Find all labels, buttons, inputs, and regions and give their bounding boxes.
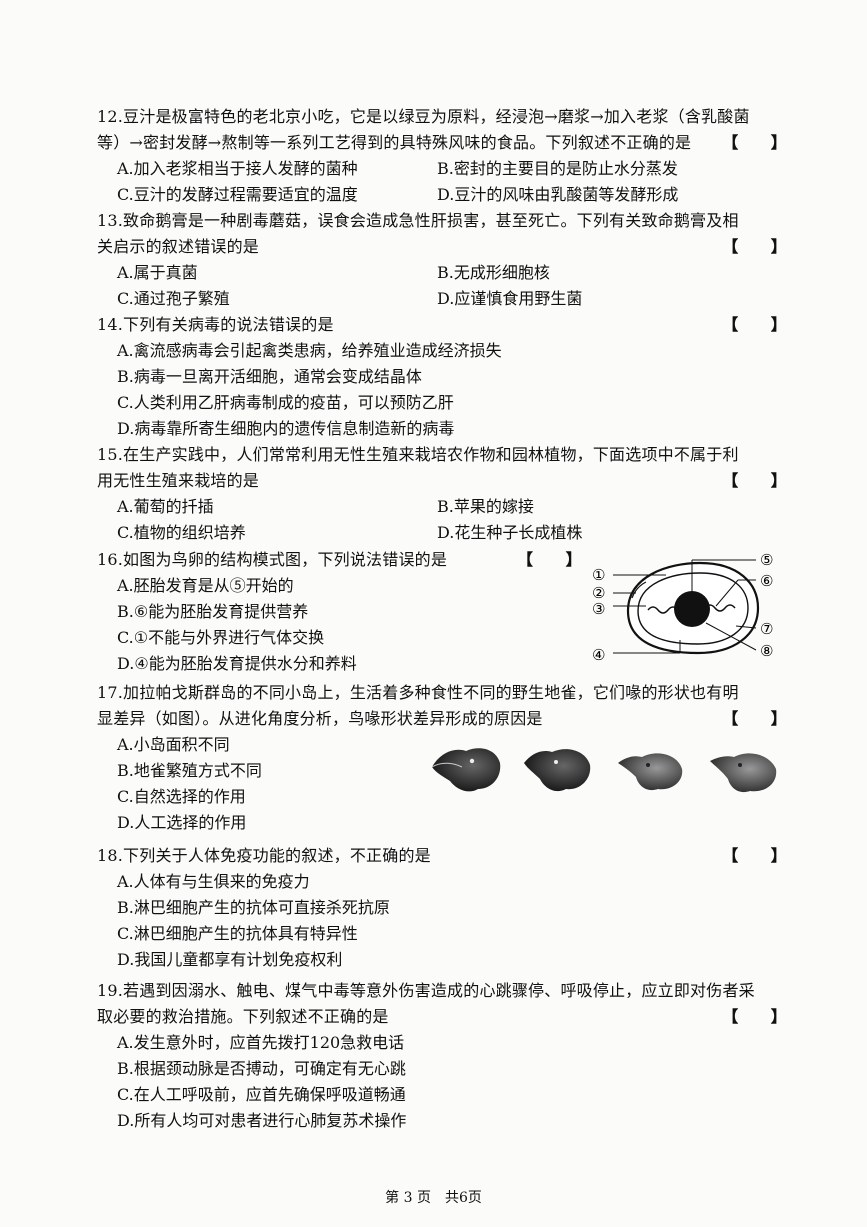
option-a: A.人体有与生俱来的免疫力 <box>117 872 310 891</box>
answer-bracket: 【 】 <box>722 1007 787 1026</box>
question-17: 17.加拉帕戈斯群岛的不同小岛上，生活着多种食性不同的野生地雀，它们喙的形状也有… <box>97 680 787 836</box>
option-a: A.禽流感病毒会引起禽类患病，给养殖业造成经济损失 <box>117 341 502 360</box>
option-c: C.人类利用乙肝病毒制成的疫苗，可以预防乙肝 <box>117 393 454 412</box>
option-b: B.病毒一旦离开活细胞，通常会变成结晶体 <box>117 367 422 386</box>
question-stem: 关启示的叙述错误的是 <box>97 237 260 256</box>
option-d: D.我国儿童都享有计划免疫权利 <box>117 950 343 969</box>
question-stem: 15.在生产实践中，人们常常利用无性生殖来栽培农作物和园林植物，下面选项中不属于… <box>97 445 739 464</box>
answer-bracket: 【 】 <box>722 709 787 728</box>
question-stem: 等）→密封发酵→熬制等一系列工艺得到的具特殊风味的食品。下列叙述不正确的是 <box>97 133 692 152</box>
finch-head-4 <box>710 753 777 793</box>
option-d: D.所有人均可对患者进行心肺复苏术操作 <box>117 1111 407 1130</box>
option-a: A.发生意外时，应首先拨打120急救电话 <box>117 1033 405 1052</box>
question-stem: 16.如图为鸟卵的结构模式图，下列说法错误的是 <box>97 550 448 569</box>
answer-bracket: 【 】 <box>517 550 582 569</box>
question-stem: 19.若遇到因溺水、触电、煤气中毒等意外伤害造成的心跳骤停、呼吸停止，应立即对伤… <box>97 981 755 1000</box>
option-b: B.根据颈动脉是否搏动，可确定有无心跳 <box>117 1059 406 1078</box>
question-16: 16.如图为鸟卵的结构模式图，下列说法错误的是 【 】 A.胚胎发育是从⑤开始的… <box>97 547 787 677</box>
answer-bracket: 【 】 <box>722 846 787 865</box>
answer-bracket: 【 】 <box>722 315 787 334</box>
finch-heads <box>431 748 777 793</box>
option-c: C.豆汁的发酵过程需要适宜的温度 <box>117 185 358 204</box>
option-b: B.淋巴细胞产生的抗体可直接杀死抗原 <box>117 898 390 917</box>
question-stem: 17.加拉帕戈斯群岛的不同小岛上，生活着多种食性不同的野生地雀，它们喙的形状也有… <box>97 683 739 702</box>
question-stem: 显差异（如图）。从进化角度分析，鸟喙形状差异形成的原因是 <box>97 709 543 728</box>
egg-structure-figure: ① ② ③ ④ ⑤ ⑥ ⑦ ⑧ <box>592 551 773 664</box>
question-18: 18.下列关于人体免疫功能的叙述，不正确的是 【 】 A.人体有与生俱来的免疫力… <box>97 843 787 973</box>
option-b: B.无成形细胞核 <box>437 263 550 282</box>
option-d: D.人工选择的作用 <box>117 813 247 832</box>
option-a: A.葡萄的扦插 <box>117 497 214 516</box>
question-14: 14.下列有关病毒的说法错误的是 【 】 A.禽流感病毒会引起禽类患病，给养殖业… <box>97 312 787 442</box>
finch-head-1 <box>431 748 501 792</box>
page-footer: 第 3 页 共6页 <box>385 1190 482 1206</box>
option-d: D.病毒靠所寄生细胞内的遗传信息制造新的病毒 <box>117 419 455 438</box>
question-stem: 13.致命鹅膏是一种剧毒蘑菇，误食会造成急性肝损害，甚至死亡。下列有关致命鹅膏及… <box>97 211 739 230</box>
option-b: B.⑥能为胚胎发育提供营养 <box>117 602 309 621</box>
label-4: ④ <box>592 646 605 664</box>
option-a: A.加入老浆相当于接人发酵的菌种 <box>117 159 358 178</box>
question-12: 12.豆汁是极富特色的老北京小吃，它是以绿豆为原料，经浸泡→磨浆→加入老浆（含乳… <box>97 104 787 208</box>
question-stem: 用无性生殖来栽培的是 <box>97 471 260 490</box>
finch-head-2 <box>524 749 591 792</box>
label-7: ⑦ <box>760 620 773 638</box>
label-2: ② <box>592 584 605 602</box>
question-stem: 12.豆汁是极富特色的老北京小吃，它是以绿豆为原料，经浸泡→磨浆→加入老浆（含乳… <box>97 107 750 126</box>
egg-diagram: ① ② ③ ④ ⑤ ⑥ ⑦ ⑧ <box>588 548 808 670</box>
option-d: D.花生种子长成植株 <box>437 523 583 542</box>
question-13: 13.致命鹅膏是一种剧毒蘑菇，误食会造成急性肝损害，甚至死亡。下列有关致命鹅膏及… <box>97 208 787 312</box>
answer-bracket: 【 】 <box>722 133 787 152</box>
label-6: ⑥ <box>760 572 773 590</box>
option-c: C.植物的组织培养 <box>117 523 246 542</box>
option-b: B.密封的主要目的是防止水分蒸发 <box>437 159 678 178</box>
answer-bracket: 【 】 <box>722 471 787 490</box>
label-5: ⑤ <box>760 551 773 569</box>
option-d: D.豆汁的风味由乳酸菌等发酵形成 <box>437 185 679 204</box>
question-stem: 14.下列有关病毒的说法错误的是 <box>97 315 334 334</box>
label-8: ⑧ <box>760 642 773 660</box>
option-c: C.在人工呼吸前，应首先确保呼吸道畅通 <box>117 1085 406 1104</box>
finch-head-3 <box>618 753 683 791</box>
label-3: ③ <box>592 600 605 618</box>
option-c: C.①不能与外界进行气体交换 <box>117 628 325 647</box>
option-a: A.胚胎发育是从⑤开始的 <box>117 576 294 595</box>
finch-beaks-figure <box>428 737 788 801</box>
question-15: 15.在生产实践中，人们常常利用无性生殖来栽培农作物和园林植物，下面选项中不属于… <box>97 442 787 546</box>
option-b: B.苹果的嫁接 <box>437 497 534 516</box>
option-d: D.④能为胚胎发育提供水分和养料 <box>117 654 357 673</box>
option-b: B.地雀繁殖方式不同 <box>117 761 262 780</box>
question-stem: 18.下列关于人体免疫功能的叙述，不正确的是 <box>97 846 431 865</box>
option-a: A.小岛面积不同 <box>117 735 230 754</box>
question-19: 19.若遇到因溺水、触电、煤气中毒等意外伤害造成的心跳骤停、呼吸停止，应立即对伤… <box>97 978 787 1134</box>
option-c: C.自然选择的作用 <box>117 787 246 806</box>
answer-bracket: 【 】 <box>722 237 787 256</box>
option-a: A.属于真菌 <box>117 263 198 282</box>
option-d: D.应谨慎食用野生菌 <box>437 289 583 308</box>
label-1: ① <box>592 566 605 584</box>
option-c: C.淋巴细胞产生的抗体具有特异性 <box>117 924 358 943</box>
question-stem: 取必要的救治措施。下列叙述不正确的是 <box>97 1007 389 1026</box>
option-c: C.通过孢子繁殖 <box>117 289 230 308</box>
